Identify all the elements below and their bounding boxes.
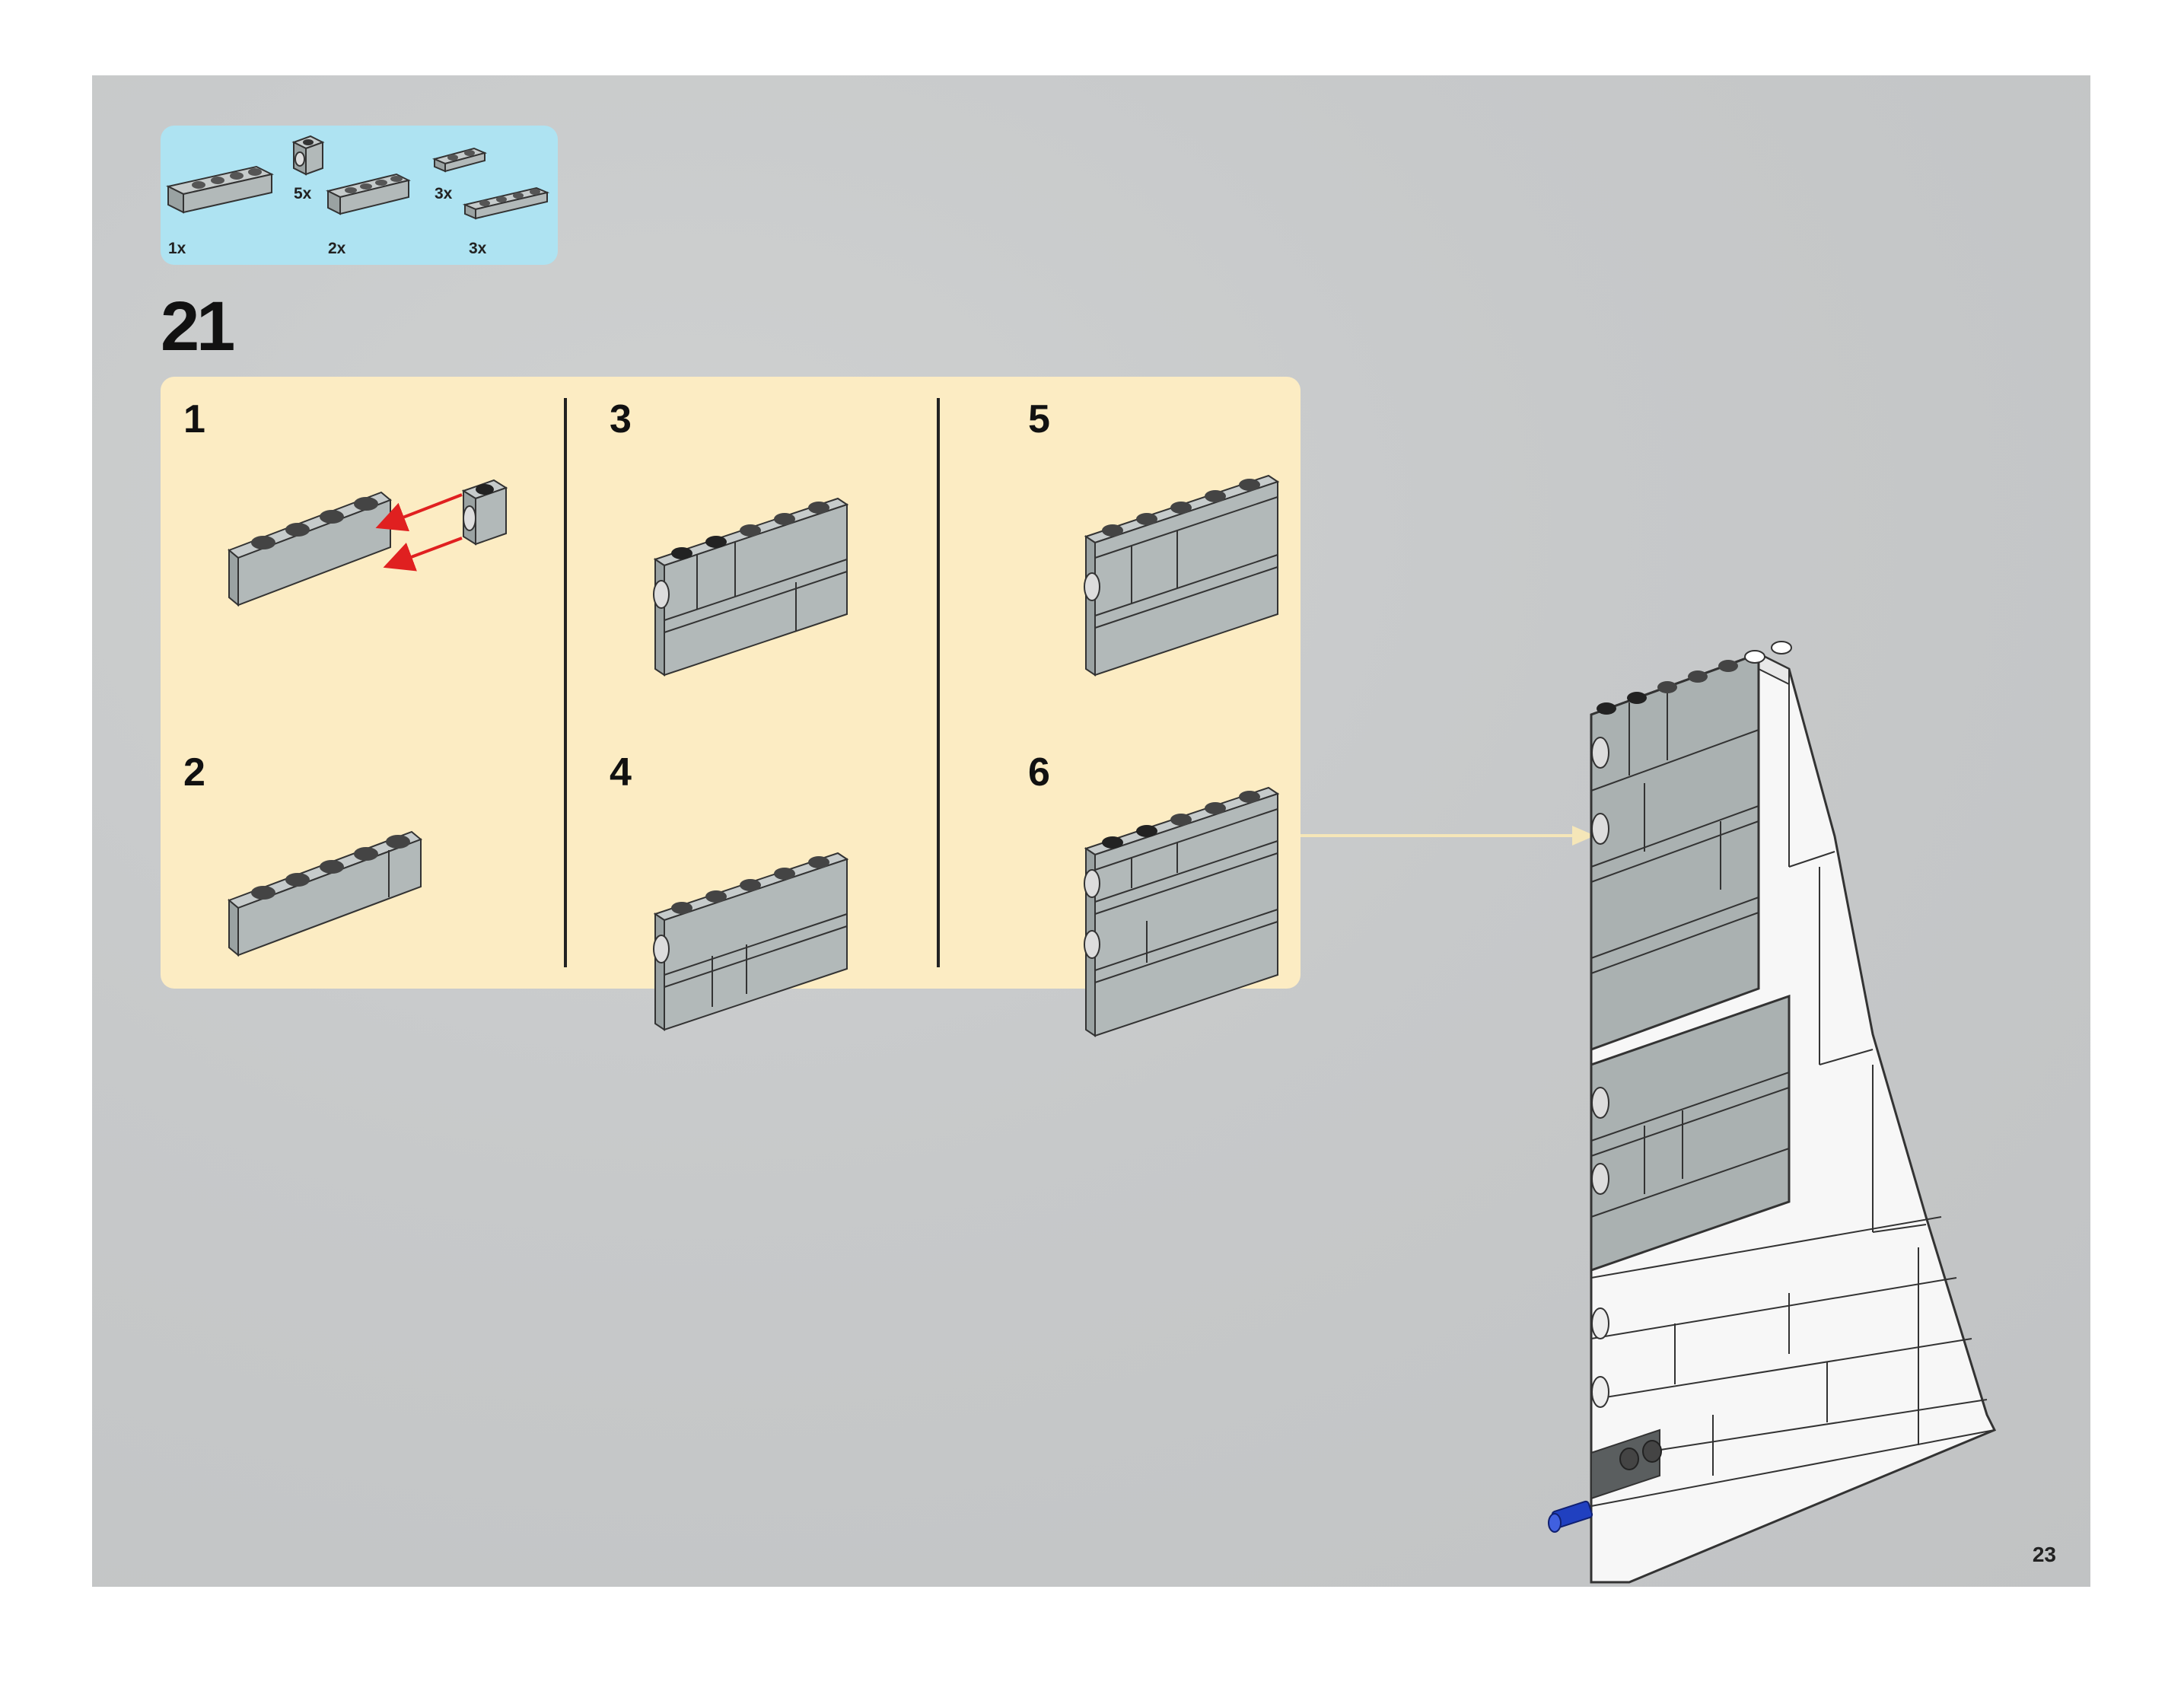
instruction-page: 1x 5x 2x 3x 3x 21 1 2 3 4 5 6	[92, 75, 2090, 1587]
qty-technic-brick: 5x	[294, 185, 312, 202]
qty-plate-1x4: 3x	[469, 240, 487, 257]
qty-brick-1x4-b: 2x	[328, 240, 346, 257]
step-number: 21	[161, 288, 235, 365]
page-number: 23	[2032, 1543, 2056, 1566]
part-plate-1x2	[431, 147, 488, 173]
step6-assembly	[1084, 786, 1280, 1037]
sub-step-number-2: 2	[183, 750, 205, 795]
main-model-illustration	[1548, 641, 1997, 1584]
sub-step-number-1: 1	[183, 397, 205, 441]
sub-step-number-5: 5	[1028, 397, 1050, 441]
step1-technic-brick	[461, 479, 508, 546]
parts-list-panel: 1x 5x 2x 3x 3x	[161, 126, 558, 265]
sub-step-number-4: 4	[610, 750, 632, 795]
column-divider	[564, 398, 567, 967]
part-brick-1x4	[166, 165, 274, 214]
step4-assembly	[653, 852, 849, 1031]
step1-red-arrow-bottom	[383, 537, 463, 572]
sub-step-illustrations	[228, 474, 1280, 1037]
sub-step-number-6: 6	[1028, 750, 1050, 795]
blue-connector-pin	[1548, 1500, 1593, 1533]
part-technic-brick-1x1	[291, 135, 325, 176]
sub-step-panel: 1 2 3 4 5 6	[161, 377, 1301, 1037]
step1-brick	[228, 491, 392, 607]
step1-red-arrow-top	[375, 493, 463, 532]
column-divider	[937, 398, 940, 967]
step5-assembly	[1084, 474, 1280, 677]
parts-illustration	[166, 135, 550, 220]
part-brick-1x4-b	[326, 173, 411, 215]
step2-assembly	[228, 830, 422, 957]
step3-assembly	[653, 497, 849, 677]
qty-plate-1x2: 3x	[435, 185, 453, 202]
qty-brick-1x4: 1x	[168, 240, 186, 257]
sub-step-number-3: 3	[610, 397, 632, 441]
part-plate-1x4	[462, 186, 550, 220]
